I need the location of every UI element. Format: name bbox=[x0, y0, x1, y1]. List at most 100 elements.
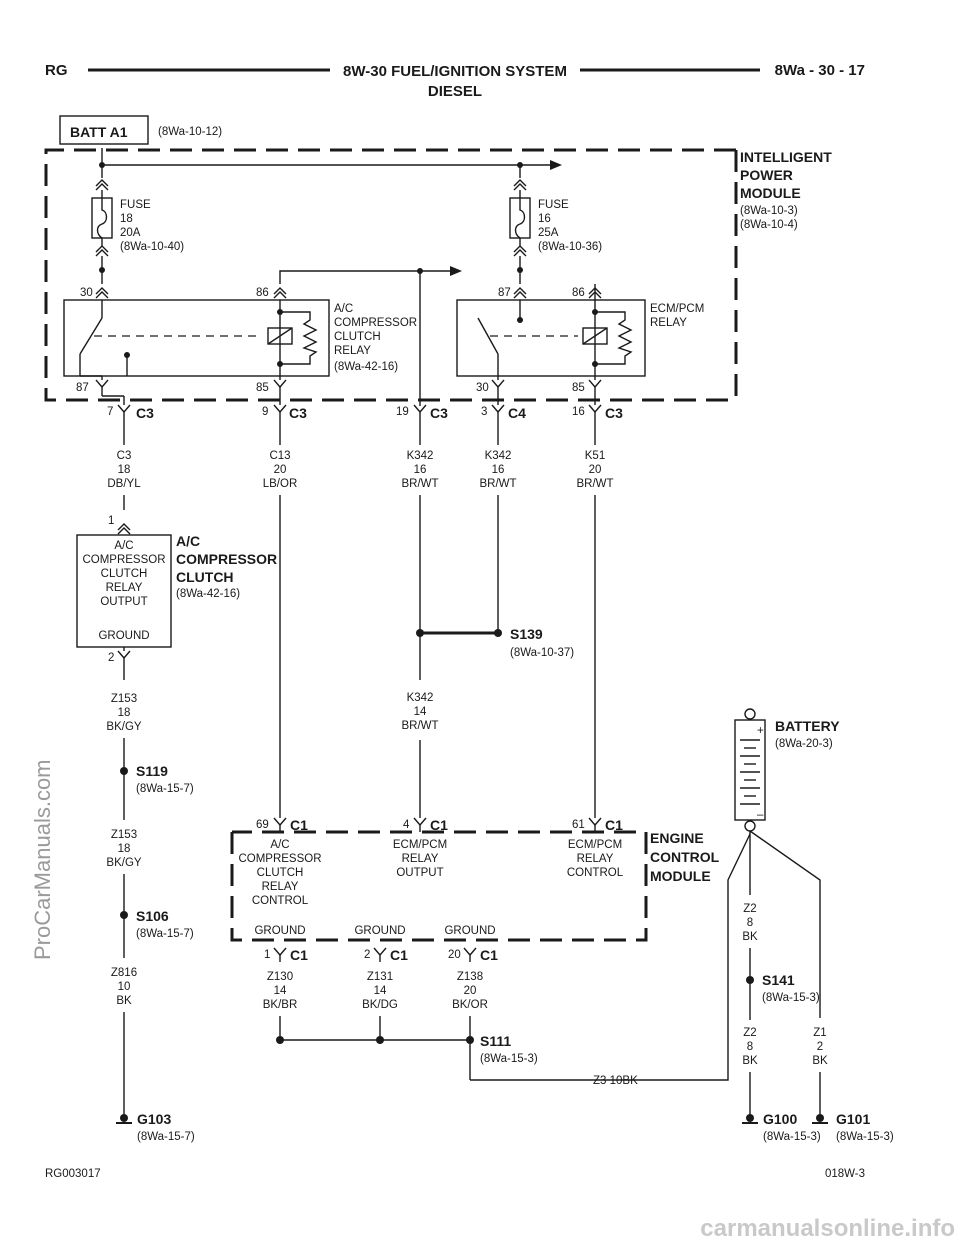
svg-text:S111: S111 bbox=[480, 1033, 511, 1049]
svg-text:(8Wa-10-36): (8Wa-10-36) bbox=[538, 241, 602, 253]
svg-text:87: 87 bbox=[498, 287, 511, 299]
svg-text:G103: G103 bbox=[137, 1111, 171, 1127]
svg-text:BR/WT: BR/WT bbox=[479, 478, 516, 490]
g101-ground-icon bbox=[816, 1114, 824, 1122]
svg-text:20: 20 bbox=[448, 949, 461, 961]
svg-text:C1: C1 bbox=[480, 947, 498, 963]
svg-text:BK: BK bbox=[812, 1055, 828, 1067]
g103-ground-icon bbox=[120, 1114, 128, 1122]
svg-text:86: 86 bbox=[256, 287, 269, 299]
battery-plus-icon: + bbox=[757, 725, 764, 737]
svg-text:8: 8 bbox=[747, 1041, 753, 1053]
svg-text:14: 14 bbox=[274, 985, 287, 997]
svg-text:C3: C3 bbox=[430, 405, 448, 421]
svg-text:85: 85 bbox=[256, 382, 269, 394]
svg-text:Z130: Z130 bbox=[267, 971, 293, 983]
ground-chain-left: Z153 18 BK/GY S119 (8Wa-15-7) Z153 18 BK… bbox=[106, 693, 194, 1143]
svg-text:C3: C3 bbox=[136, 405, 154, 421]
svg-text:30: 30 bbox=[476, 382, 489, 394]
svg-text:10: 10 bbox=[118, 981, 131, 993]
wire-labels-top: C3 18 DB/YL C13 20 LB/OR K342 16 BR/WT K… bbox=[107, 450, 613, 490]
svg-text:BK/BR: BK/BR bbox=[263, 999, 298, 1011]
svg-text:(8Wa-15-3): (8Wa-15-3) bbox=[836, 1131, 894, 1143]
svg-text:Z3 10BK: Z3 10BK bbox=[593, 1075, 638, 1087]
svg-text:C13: C13 bbox=[269, 450, 290, 462]
svg-text:Z2: Z2 bbox=[743, 903, 756, 915]
svg-text:BK/GY: BK/GY bbox=[106, 721, 141, 733]
fuse-18: FUSE 18 20A (8Wa-10-40) bbox=[120, 199, 184, 253]
svg-text:FUSE: FUSE bbox=[538, 199, 569, 211]
svg-text:(8Wa-20-3): (8Wa-20-3) bbox=[775, 738, 833, 750]
svg-text:S119: S119 bbox=[136, 763, 168, 779]
svg-text:S139: S139 bbox=[510, 626, 543, 642]
svg-text:K342: K342 bbox=[407, 450, 434, 462]
svg-text:C1: C1 bbox=[430, 817, 448, 833]
svg-text:(8Wa-42-16): (8Wa-42-16) bbox=[176, 588, 240, 600]
svg-text:Z138: Z138 bbox=[457, 971, 483, 983]
svg-text:18: 18 bbox=[120, 213, 133, 225]
svg-text:25A: 25A bbox=[538, 227, 559, 239]
svg-text:61: 61 bbox=[572, 819, 585, 831]
svg-text:CLUTCH: CLUTCH bbox=[257, 867, 304, 879]
svg-text:Z153: Z153 bbox=[111, 693, 137, 705]
svg-text:BK/OR: BK/OR bbox=[452, 999, 488, 1011]
svg-text:(8Wa-15-3): (8Wa-15-3) bbox=[480, 1053, 538, 1065]
intelligent-power-module: INTELLIGENT POWER MODULE (8Wa-10-3) (8Wa… bbox=[44, 148, 832, 402]
page-header: RG 8W-30 FUEL/IGNITION SYSTEM DIESEL 8Wa… bbox=[45, 62, 865, 100]
svg-text:RELAY: RELAY bbox=[650, 317, 687, 329]
svg-text:8: 8 bbox=[747, 917, 753, 929]
svg-text:S106: S106 bbox=[136, 908, 169, 924]
svg-text:(8Wa-15-7): (8Wa-15-7) bbox=[136, 783, 194, 795]
svg-text:BR/WT: BR/WT bbox=[401, 720, 438, 732]
svg-text:(8Wa-10-40): (8Wa-10-40) bbox=[120, 241, 184, 253]
svg-text:16: 16 bbox=[572, 406, 585, 418]
connectors-ipm: 7 C3 9 C3 19 C3 3 C4 16 C3 bbox=[107, 404, 623, 421]
svg-text:Z131: Z131 bbox=[367, 971, 393, 983]
svg-text:A/C: A/C bbox=[176, 533, 200, 549]
svg-text:A/C: A/C bbox=[270, 839, 289, 851]
svg-text:BK: BK bbox=[742, 931, 758, 943]
svg-text:16: 16 bbox=[538, 213, 551, 225]
svg-text:BATT A1: BATT A1 bbox=[70, 124, 128, 140]
header-page-number: 8Wa - 30 - 17 bbox=[775, 62, 865, 79]
svg-text:(8Wa-15-7): (8Wa-15-7) bbox=[136, 928, 194, 940]
svg-text:CONTROL: CONTROL bbox=[567, 867, 624, 879]
svg-text:BR/WT: BR/WT bbox=[401, 478, 438, 490]
svg-text:CLUTCH: CLUTCH bbox=[334, 331, 381, 343]
footer-code: 018W-3 bbox=[825, 1168, 865, 1180]
svg-text:(8Wa-10-12): (8Wa-10-12) bbox=[158, 126, 222, 138]
svg-text:COMPRESSOR: COMPRESSOR bbox=[334, 317, 417, 329]
s119-splice bbox=[120, 767, 128, 775]
svg-text:BK: BK bbox=[742, 1055, 758, 1067]
svg-text:COMPRESSOR: COMPRESSOR bbox=[238, 853, 321, 865]
svg-text:20: 20 bbox=[589, 464, 602, 476]
svg-text:18: 18 bbox=[118, 843, 131, 855]
svg-text:7: 7 bbox=[107, 406, 113, 418]
fuse-16: FUSE 16 25A (8Wa-10-36) bbox=[538, 199, 602, 253]
svg-text:COMPRESSOR: COMPRESSOR bbox=[176, 551, 277, 567]
svg-text:CLUTCH: CLUTCH bbox=[176, 569, 234, 585]
svg-text:GROUND: GROUND bbox=[444, 925, 495, 937]
svg-text:RELAY: RELAY bbox=[106, 582, 143, 594]
svg-text:(8Wa-42-16): (8Wa-42-16) bbox=[334, 361, 398, 373]
svg-text:Z2: Z2 bbox=[743, 1027, 756, 1039]
svg-text:20: 20 bbox=[464, 985, 477, 997]
svg-text:CLUTCH: CLUTCH bbox=[101, 568, 148, 580]
svg-text:(8Wa-15-3): (8Wa-15-3) bbox=[763, 1131, 821, 1143]
battery: + – BATTERY (8Wa-20-3) bbox=[734, 708, 840, 1018]
side-watermark: ProCarManuals.com bbox=[30, 759, 55, 960]
s106-splice bbox=[120, 911, 128, 919]
svg-text:69: 69 bbox=[256, 819, 269, 831]
svg-text:C1: C1 bbox=[290, 947, 308, 963]
svg-text:C1: C1 bbox=[290, 817, 308, 833]
svg-text:1: 1 bbox=[108, 515, 114, 527]
svg-text:2: 2 bbox=[364, 949, 370, 961]
header-title: 8W-30 FUEL/IGNITION SYSTEM bbox=[343, 63, 567, 80]
battery-minus-icon: – bbox=[757, 809, 764, 821]
s141-splice bbox=[746, 976, 754, 984]
svg-text:OUTPUT: OUTPUT bbox=[100, 596, 147, 608]
svg-text:14: 14 bbox=[414, 706, 427, 718]
svg-text:CONTROL: CONTROL bbox=[650, 849, 720, 865]
svg-text:14: 14 bbox=[374, 985, 387, 997]
